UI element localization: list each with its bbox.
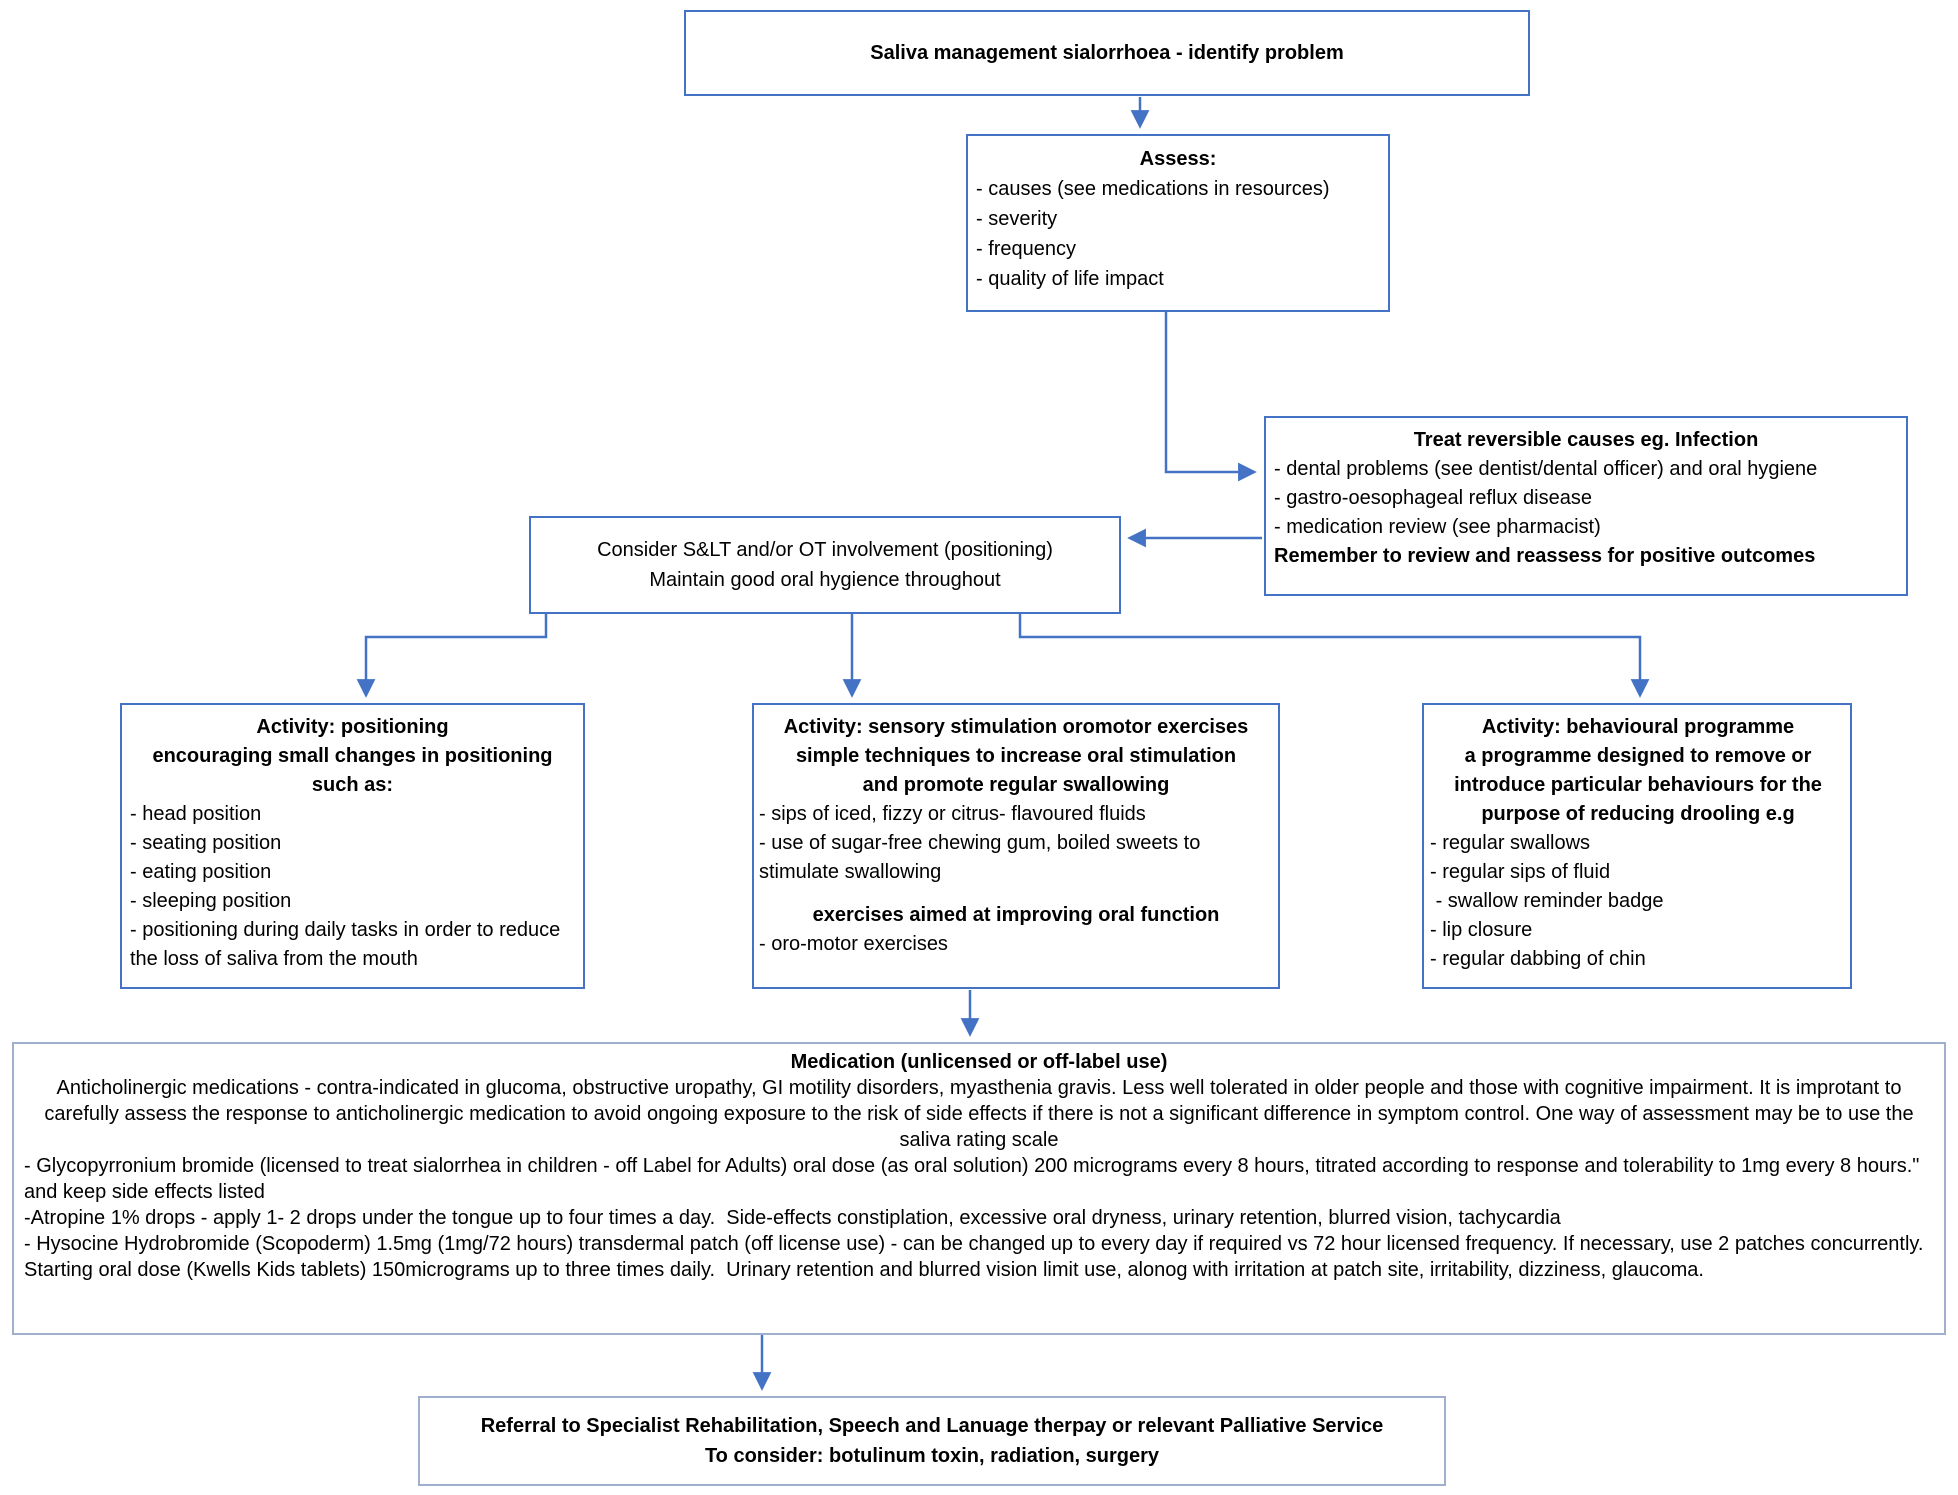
medication-intro: Anticholinergic medications - contra-ind… [44,1077,1914,1151]
activity-sensory-heading: simple techniques to increase oral stimu… [795,745,1237,767]
connector-consider-to-positioning [356,614,548,698]
activity-behavioural-heading: introduce particular behaviours for the [1454,774,1822,796]
activity-sensory-heading: Activity: sensory stimulation oromotor e… [783,716,1249,738]
activity-positioning-heading: encouraging small changes in positioning [152,745,553,767]
activity-positioning-item: - sleeping position [130,890,292,912]
activity-positioning-item: - positioning during daily tasks in orde… [130,919,566,970]
activity-sensory-box: Activity: sensory stimulation oromotor e… [752,703,1280,989]
problem-title: Saliva management sialorrhoea - identify… [870,41,1344,64]
activity-behavioural-box: Activity: behavioural programme a progra… [1422,703,1852,989]
activity-sensory-item: - use of sugar-free chewing gum, boiled … [759,832,1206,883]
medication-item: -Atropine 1% drops - apply 1- 2 drops un… [24,1207,1561,1229]
activity-positioning-item: - seating position [130,832,282,854]
treat-title: Treat reversible causes eg. Infection [1413,429,1759,451]
activity-positioning-item: - head position [130,803,262,825]
treat-box: Treat reversible causes eg. Infection - … [1264,416,1908,596]
referral-line: Referral to Specialist Rehabilitation, S… [480,1415,1384,1437]
referral-box: Referral to Specialist Rehabilitation, S… [418,1396,1446,1486]
connector-assess-to-treat [1164,312,1257,482]
activity-positioning-box: Activity: positioning encouraging small … [120,703,585,989]
activity-behavioural-item: - regular swallows [1430,832,1591,854]
consider-line: Maintain good oral hygience throughout [649,569,1001,591]
treat-item: - medication review (see pharmacist) [1274,516,1601,538]
consider-box: Consider S&LT and/or OT involvement (pos… [529,516,1121,614]
assess-item: - frequency [976,238,1077,260]
assess-item: - causes (see medications in resources) [976,178,1330,200]
referral-line: To consider: botulinum toxin, radiation,… [704,1445,1160,1467]
problem-box: Saliva management sialorrhoea - identify… [684,10,1530,96]
activity-sensory-item: - sips of iced, fizzy or citrus- flavour… [759,803,1146,825]
activity-positioning-heading: such as: [311,774,394,796]
consider-line: Consider S&LT and/or OT involvement (pos… [597,539,1053,561]
assess-item: - severity [976,208,1058,230]
activity-behavioural-heading: Activity: behavioural programme [1481,716,1795,738]
medication-item: - Hysocine Hydrobromide (Scopoderm) 1.5m… [24,1233,1930,1281]
activity-behavioural-item: - swallow reminder badge [1430,890,1664,912]
medication-title: Medication (unlicensed or off-label use) [790,1051,1168,1073]
assess-item: - quality of life impact [976,268,1164,290]
treat-footer: Remember to review and reassess for posi… [1274,545,1816,567]
activity-behavioural-item: - regular dabbing of chin [1430,948,1646,970]
activity-sensory-heading: and promote regular swallowing [862,774,1170,796]
activity-behavioural-heading: purpose of reducing drooling e.g [1481,803,1795,825]
treat-item: - gastro-oesophageal reflux disease [1274,487,1592,509]
assess-box: Assess: - causes (see medications in res… [966,134,1390,312]
medication-box: Medication (unlicensed or off-label use)… [12,1042,1946,1335]
activity-positioning-heading: Activity: positioning [256,716,449,738]
activity-behavioural-item: - regular sips of fluid [1430,861,1611,883]
activity-sensory-subheading: exercises aimed at improving oral functi… [812,904,1220,926]
connector-consider-to-behavioural [1018,614,1650,698]
assess-title: Assess: [1139,148,1217,170]
activity-behavioural-item: - lip closure [1430,919,1533,941]
activity-sensory-item: - oro-motor exercises [759,933,948,955]
treat-item: - dental problems (see dentist/dental of… [1274,458,1818,480]
medication-item: - Glycopyrronium bromide (licensed to tr… [24,1155,1925,1203]
activity-behavioural-heading: a programme designed to remove or [1464,745,1812,767]
activity-positioning-item: - eating position [130,861,272,883]
